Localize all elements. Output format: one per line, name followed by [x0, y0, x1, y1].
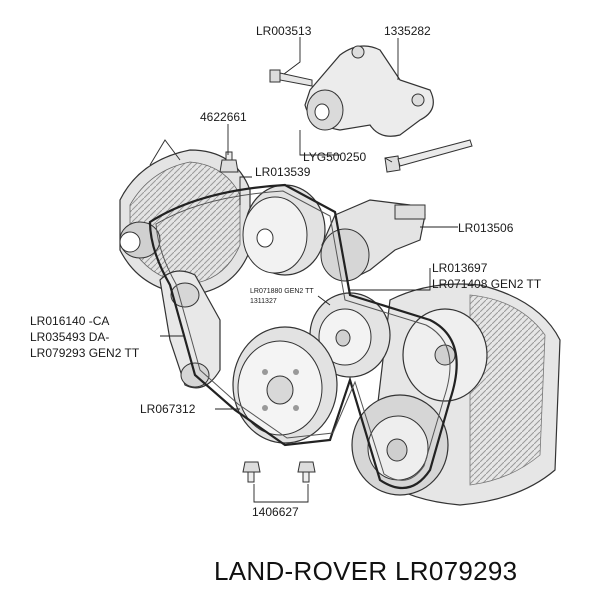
- label-1406627: 1406627: [252, 505, 299, 519]
- bolt-lr003513: [269, 69, 313, 87]
- label-1311327: 1311327: [250, 298, 277, 305]
- label-lr013697: LR013697: [432, 261, 488, 275]
- pulley-lr013539: [242, 184, 326, 276]
- label-lr016140: LR016140 -CA: [30, 314, 110, 328]
- brand-part-number: LAND-ROVER LR079293: [214, 556, 518, 586]
- leader-lines: [160, 37, 458, 503]
- label-lyg500250: LYG500250: [303, 150, 367, 164]
- label-lr067312: LR067312: [140, 402, 196, 416]
- label-lr079293: LR079293 GEN2 TT: [30, 346, 140, 360]
- label-lr013539: LR013539: [255, 165, 311, 179]
- bolts-1406627: [242, 461, 316, 483]
- label-lr003513: LR003513: [256, 24, 312, 38]
- bolt-4622661: [219, 151, 239, 173]
- label-1335282: 1335282: [384, 24, 431, 38]
- label-lr013506: LR013506: [458, 221, 514, 235]
- drive-belt: [148, 183, 458, 490]
- idler-bracket: [304, 45, 434, 137]
- label-4622661: 4622661: [200, 110, 247, 124]
- bolt-lyg500250: [384, 139, 473, 173]
- label-lr071880: LR071880 GEN2 TT: [250, 288, 314, 295]
- label-lr035493: LR035493 DA-: [30, 330, 110, 344]
- ac-compressor: [351, 283, 561, 506]
- tensioner-lr013506: [320, 199, 426, 282]
- pulley-lr067312: [232, 326, 338, 444]
- label-lr071408: LR071408 GEN2 TT: [432, 277, 542, 291]
